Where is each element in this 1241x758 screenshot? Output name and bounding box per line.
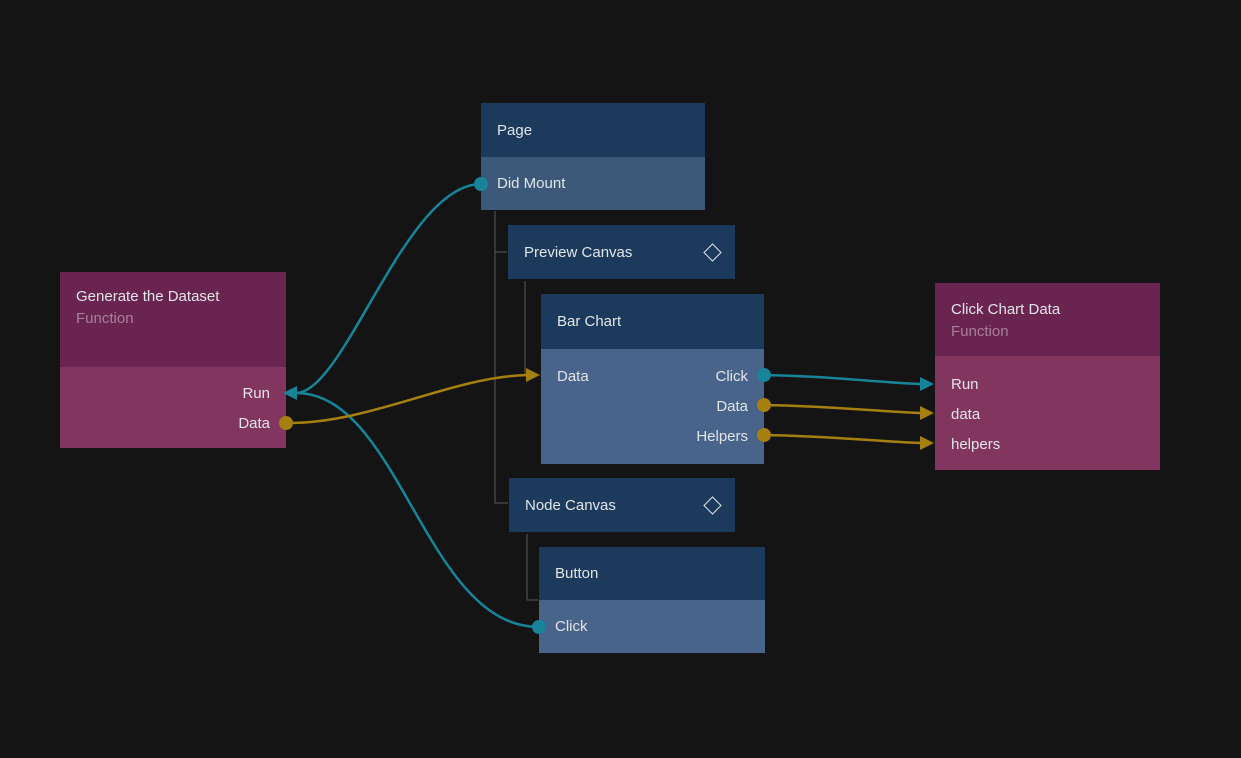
node-generate-dataset[interactable]: Generate the Dataset Function Run Data <box>60 272 286 448</box>
node-node-canvas[interactable]: Node Canvas <box>509 478 735 532</box>
port-page-did-mount-label: Did Mount <box>497 175 566 192</box>
port-bar-chart-data-output[interactable]: Data <box>716 397 748 415</box>
node-click-chart-data-header[interactable]: Click Chart Data Function <box>935 283 1160 356</box>
node-click-chart-data-body: Run data helpers <box>935 356 1160 470</box>
wire-barcharthelpers-to-helpers[interactable] <box>763 433 922 445</box>
wire-buttonclick-to-run[interactable] <box>295 391 540 629</box>
wire-didmount-to-run[interactable] <box>295 182 482 395</box>
tree-line-page-children <box>494 211 508 504</box>
node-bar-chart-header[interactable]: Bar Chart <box>541 294 764 349</box>
node-preview-canvas[interactable]: Preview Canvas <box>508 225 735 279</box>
wire-barchartdata-to-data[interactable] <box>763 403 922 415</box>
arrowhead-clickchart-helpers <box>920 436 934 450</box>
arrowhead-clickchart-data <box>920 406 934 420</box>
diamond-icon <box>703 495 722 515</box>
node-button-header[interactable]: Button <box>539 547 765 600</box>
node-generate-dataset-header[interactable]: Generate the Dataset Function <box>60 272 286 367</box>
node-bar-chart[interactable]: Bar Chart Data Click Data Helpers <box>541 294 764 464</box>
node-preview-canvas-header[interactable]: Preview Canvas <box>508 225 735 279</box>
wire-barchartclick-to-run[interactable] <box>763 373 922 386</box>
port-generate-run-input[interactable]: Run <box>242 384 270 402</box>
node-button-title: Button <box>555 565 599 582</box>
port-bar-chart-helpers-output[interactable]: Helpers <box>696 427 748 445</box>
port-click-chart-run-input[interactable]: Run <box>951 375 979 393</box>
node-generate-dataset-subtitle: Function <box>76 310 134 327</box>
port-click-chart-helpers-input[interactable]: helpers <box>951 435 1001 453</box>
wire-generatedata-to-barchartdata[interactable] <box>285 373 528 425</box>
port-bar-chart-data-input[interactable]: Data <box>557 367 589 385</box>
node-button[interactable]: Button Click <box>539 547 765 653</box>
node-click-chart-data-title: Click Chart Data <box>951 301 1061 318</box>
node-bar-chart-body: Data Click Data Helpers <box>541 349 764 464</box>
node-bar-chart-title: Bar Chart <box>557 313 622 330</box>
node-node-canvas-title: Node Canvas <box>525 496 616 514</box>
port-bar-chart-click-output[interactable]: Click <box>715 367 749 385</box>
node-page[interactable]: Page Did Mount <box>481 103 705 210</box>
tree-line-nodecanvas-to-button <box>526 534 538 601</box>
node-click-chart-data-subtitle: Function <box>951 323 1009 340</box>
node-page-title: Page <box>497 121 533 139</box>
port-button-click-label: Click <box>555 618 588 635</box>
port-page-did-mount[interactable]: Did Mount <box>481 157 705 210</box>
port-button-click[interactable]: Click <box>539 600 765 653</box>
port-click-chart-data-input[interactable]: data <box>951 405 981 423</box>
node-generate-dataset-body: Run Data <box>60 367 286 448</box>
node-click-chart-data[interactable]: Click Chart Data Function Run data helpe… <box>935 283 1160 470</box>
node-generate-dataset-title: Generate the Dataset <box>76 288 220 305</box>
node-page-header[interactable]: Page <box>481 103 705 157</box>
tree-line-preview-to-barchart <box>524 281 540 376</box>
arrowhead-barchart-data-input <box>526 368 540 382</box>
node-node-canvas-header[interactable]: Node Canvas <box>509 478 735 532</box>
node-preview-canvas-title: Preview Canvas <box>524 243 633 261</box>
port-generate-data-output[interactable]: Data <box>238 414 270 432</box>
arrowhead-clickchart-run <box>920 377 934 391</box>
diamond-icon <box>703 242 722 262</box>
